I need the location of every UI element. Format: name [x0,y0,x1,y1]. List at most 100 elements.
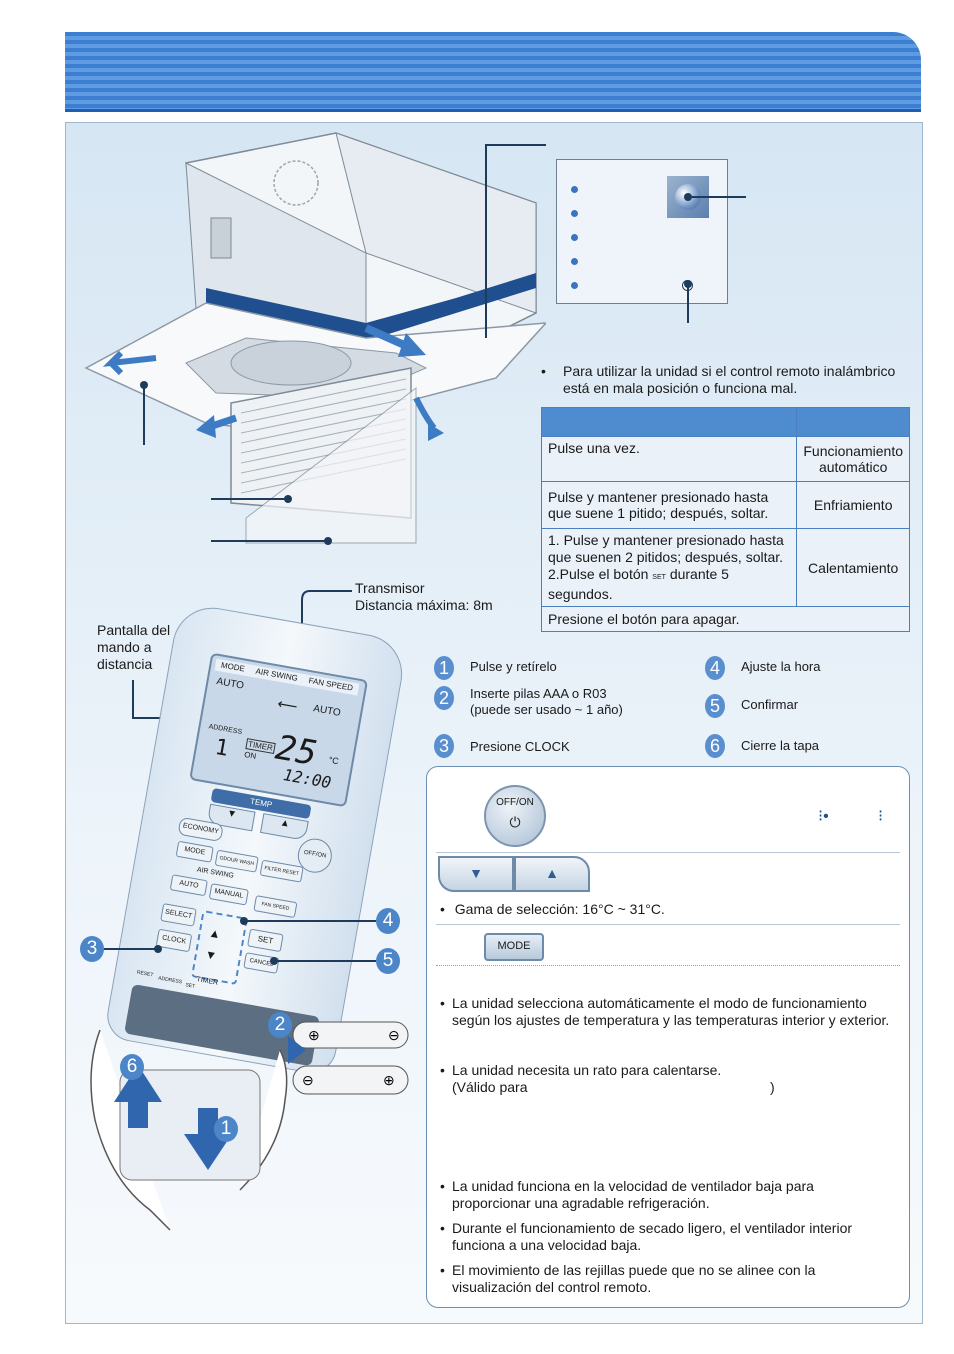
temp-range-note: • Gama de selección: 16°C ~ 31°C. [440,901,665,917]
steps-right: 4 Ajuste la hora 5 Confirmar 6 Cierre la… [705,656,905,758]
step-item: 2 Inserte pilas AAA o R03 (puede ser usa… [434,686,684,734]
table-cell: Pulse y mantener presionado hasta que su… [540,481,798,529]
steps-left: 1 Pulse y retírelo 2 Inserte pilas AAA o… [434,656,684,758]
table-cell: Calentamiento [796,528,910,607]
auto-note: • La unidad selecciona automáticamente e… [440,995,895,1029]
lcd-on-label: ON [243,749,257,761]
indicator-lamp [571,258,578,265]
indicator-callouts [684,193,746,323]
callout-3: 3 [80,936,104,962]
blink-icon: ⁝• [818,808,829,825]
lcd-address-value: 1 [212,734,231,762]
divider [436,924,900,925]
cover-down-arrow [184,1108,232,1170]
step-number: 3 [434,734,454,758]
heat-note-valid: (Válido para [452,1079,528,1095]
heat-note-close: ) [770,1079,775,1095]
table-header-cell [540,407,798,437]
callout-1: 1 [214,1116,238,1142]
step-text: Presione CLOCK [470,739,570,754]
svg-text:⊖: ⊖ [302,1072,314,1088]
step-item: 6 Cierre la tapa [705,734,905,758]
step-item: 4 Ajuste la hora [705,656,905,694]
step-number: 5 [705,694,725,718]
step-number: 2 [434,686,454,710]
time-down-icon: ▼ [203,947,219,964]
lcd-fan-text: AUTO [312,703,342,719]
step-text: Inserte pilas AAA o R03 (puede ser usado… [470,686,623,717]
ceiling-unit-illustration [84,132,546,545]
indicator-lamp [571,186,578,193]
temp-up-large-button[interactable]: ▲ [514,856,590,892]
dotted-divider [436,965,900,966]
svg-text:⊕: ⊕ [308,1027,320,1043]
header-banner [65,32,921,112]
power-icon: ⏻ [509,814,521,830]
remote-lcd: MODE AIR SWING FAN SPEED AUTO AUTO ⟵ ADD… [189,652,369,808]
step-item: 3 Presione CLOCK [434,734,684,758]
step-number: 6 [705,734,725,758]
table-row: 1. Pulse y mantener presionado hasta que… [540,528,910,607]
batteries-illustration: ⊕ ⊖ ⊖ ⊕ [288,1021,409,1095]
callout-2: 2 [268,1012,292,1038]
lcd-clock: 12:00 [281,765,333,793]
step-text: Confirmar [741,697,799,712]
table-cell: Enfriamiento [796,481,910,529]
callout-5: 5 [376,948,400,974]
table-cell-line: 1. Pulse y mantener presionado hasta que… [548,532,784,565]
indicator-note: • Para utilizar la unidad si el control … [541,363,896,396]
indicator-lamp [571,234,578,241]
callout-line-5 [270,957,376,965]
transmitter-distance: Distancia máxima: 8m [355,597,493,613]
table-row: Pulse y mantener presionado hasta que su… [540,481,910,529]
table-cell: Presione el botón para apagar. [541,606,910,632]
step-item: 1 Pulse y retírelo [434,656,684,686]
temp-down-large-button[interactable]: ▼ [438,856,514,892]
louver-note-text: El movimiento de las rejillas puede que … [452,1262,816,1295]
step-text: Pulse y retírelo [470,659,557,674]
mode-large-button[interactable]: MODE [484,933,544,961]
offon-large-button[interactable]: OFF/ON ⏻ [484,785,546,847]
heat-note-text: La unidad necesita un rato para calentar… [452,1062,722,1078]
callout-line-4 [240,917,376,925]
louver-note: • El movimiento de las rejillas puede qu… [440,1262,895,1296]
table-cell: Pulse una vez. [540,436,798,482]
lcd-unit: °C [327,754,340,767]
step-item: 5 Confirmar [705,694,905,734]
lcd-tab: FAN SPEED [307,675,354,693]
heat-note: • La unidad necesita un rato para calent… [440,1062,895,1096]
step-text: Cierre la tapa [741,738,820,753]
callout-line-3 [104,945,162,953]
air-swing-icon: ⟵ [276,695,299,715]
callout-6: 6 [120,1054,144,1080]
set-key-label: SET [652,574,666,581]
indicator-lamp [571,210,578,217]
table-cell: Funcionamiento automático [796,436,910,482]
transmitter-title: Transmisor [355,580,425,596]
step-number: 1 [434,656,454,680]
lcd-tab: MODE [220,660,246,674]
divider [436,852,900,853]
hand-illustration [90,1029,288,1231]
table-row: Presione el botón para apagar. [541,606,910,632]
time-up-icon: ▲ [207,925,222,942]
dry-note: • Durante el funcionamiento de secado li… [440,1220,895,1254]
table-cell: 1. Pulse y mantener presionado hasta que… [540,528,798,607]
mode-table: Pulse una vez. Funcionamiento automático… [540,407,910,632]
step-text: Ajuste la hora [741,659,821,674]
table-row: Pulse una vez. Funcionamiento automático [540,436,910,482]
blink-icon: ⁝ [878,808,884,825]
temp-range-text: Gama de selección: 16°C ~ 31°C. [454,901,665,917]
auto-note-text: La unidad selecciona automáticamente el … [452,995,890,1028]
lcd-tab: AIR SWING [254,666,299,683]
offon-label: OFF/ON [496,797,534,808]
callout-4: 4 [376,908,400,934]
table-cell-text: 2.Pulse el botón [548,566,649,582]
lcd-address-label: ADDRESS [208,723,243,737]
fan-note: • La unidad funciona en la velocidad de … [440,1178,895,1212]
table-cell-text: durante 5 segundos. [548,566,729,602]
step-number: 4 [705,656,725,680]
dry-note-text: Durante el funcionamiento de secado lige… [452,1220,853,1253]
cover-up-arrow [114,1065,162,1128]
